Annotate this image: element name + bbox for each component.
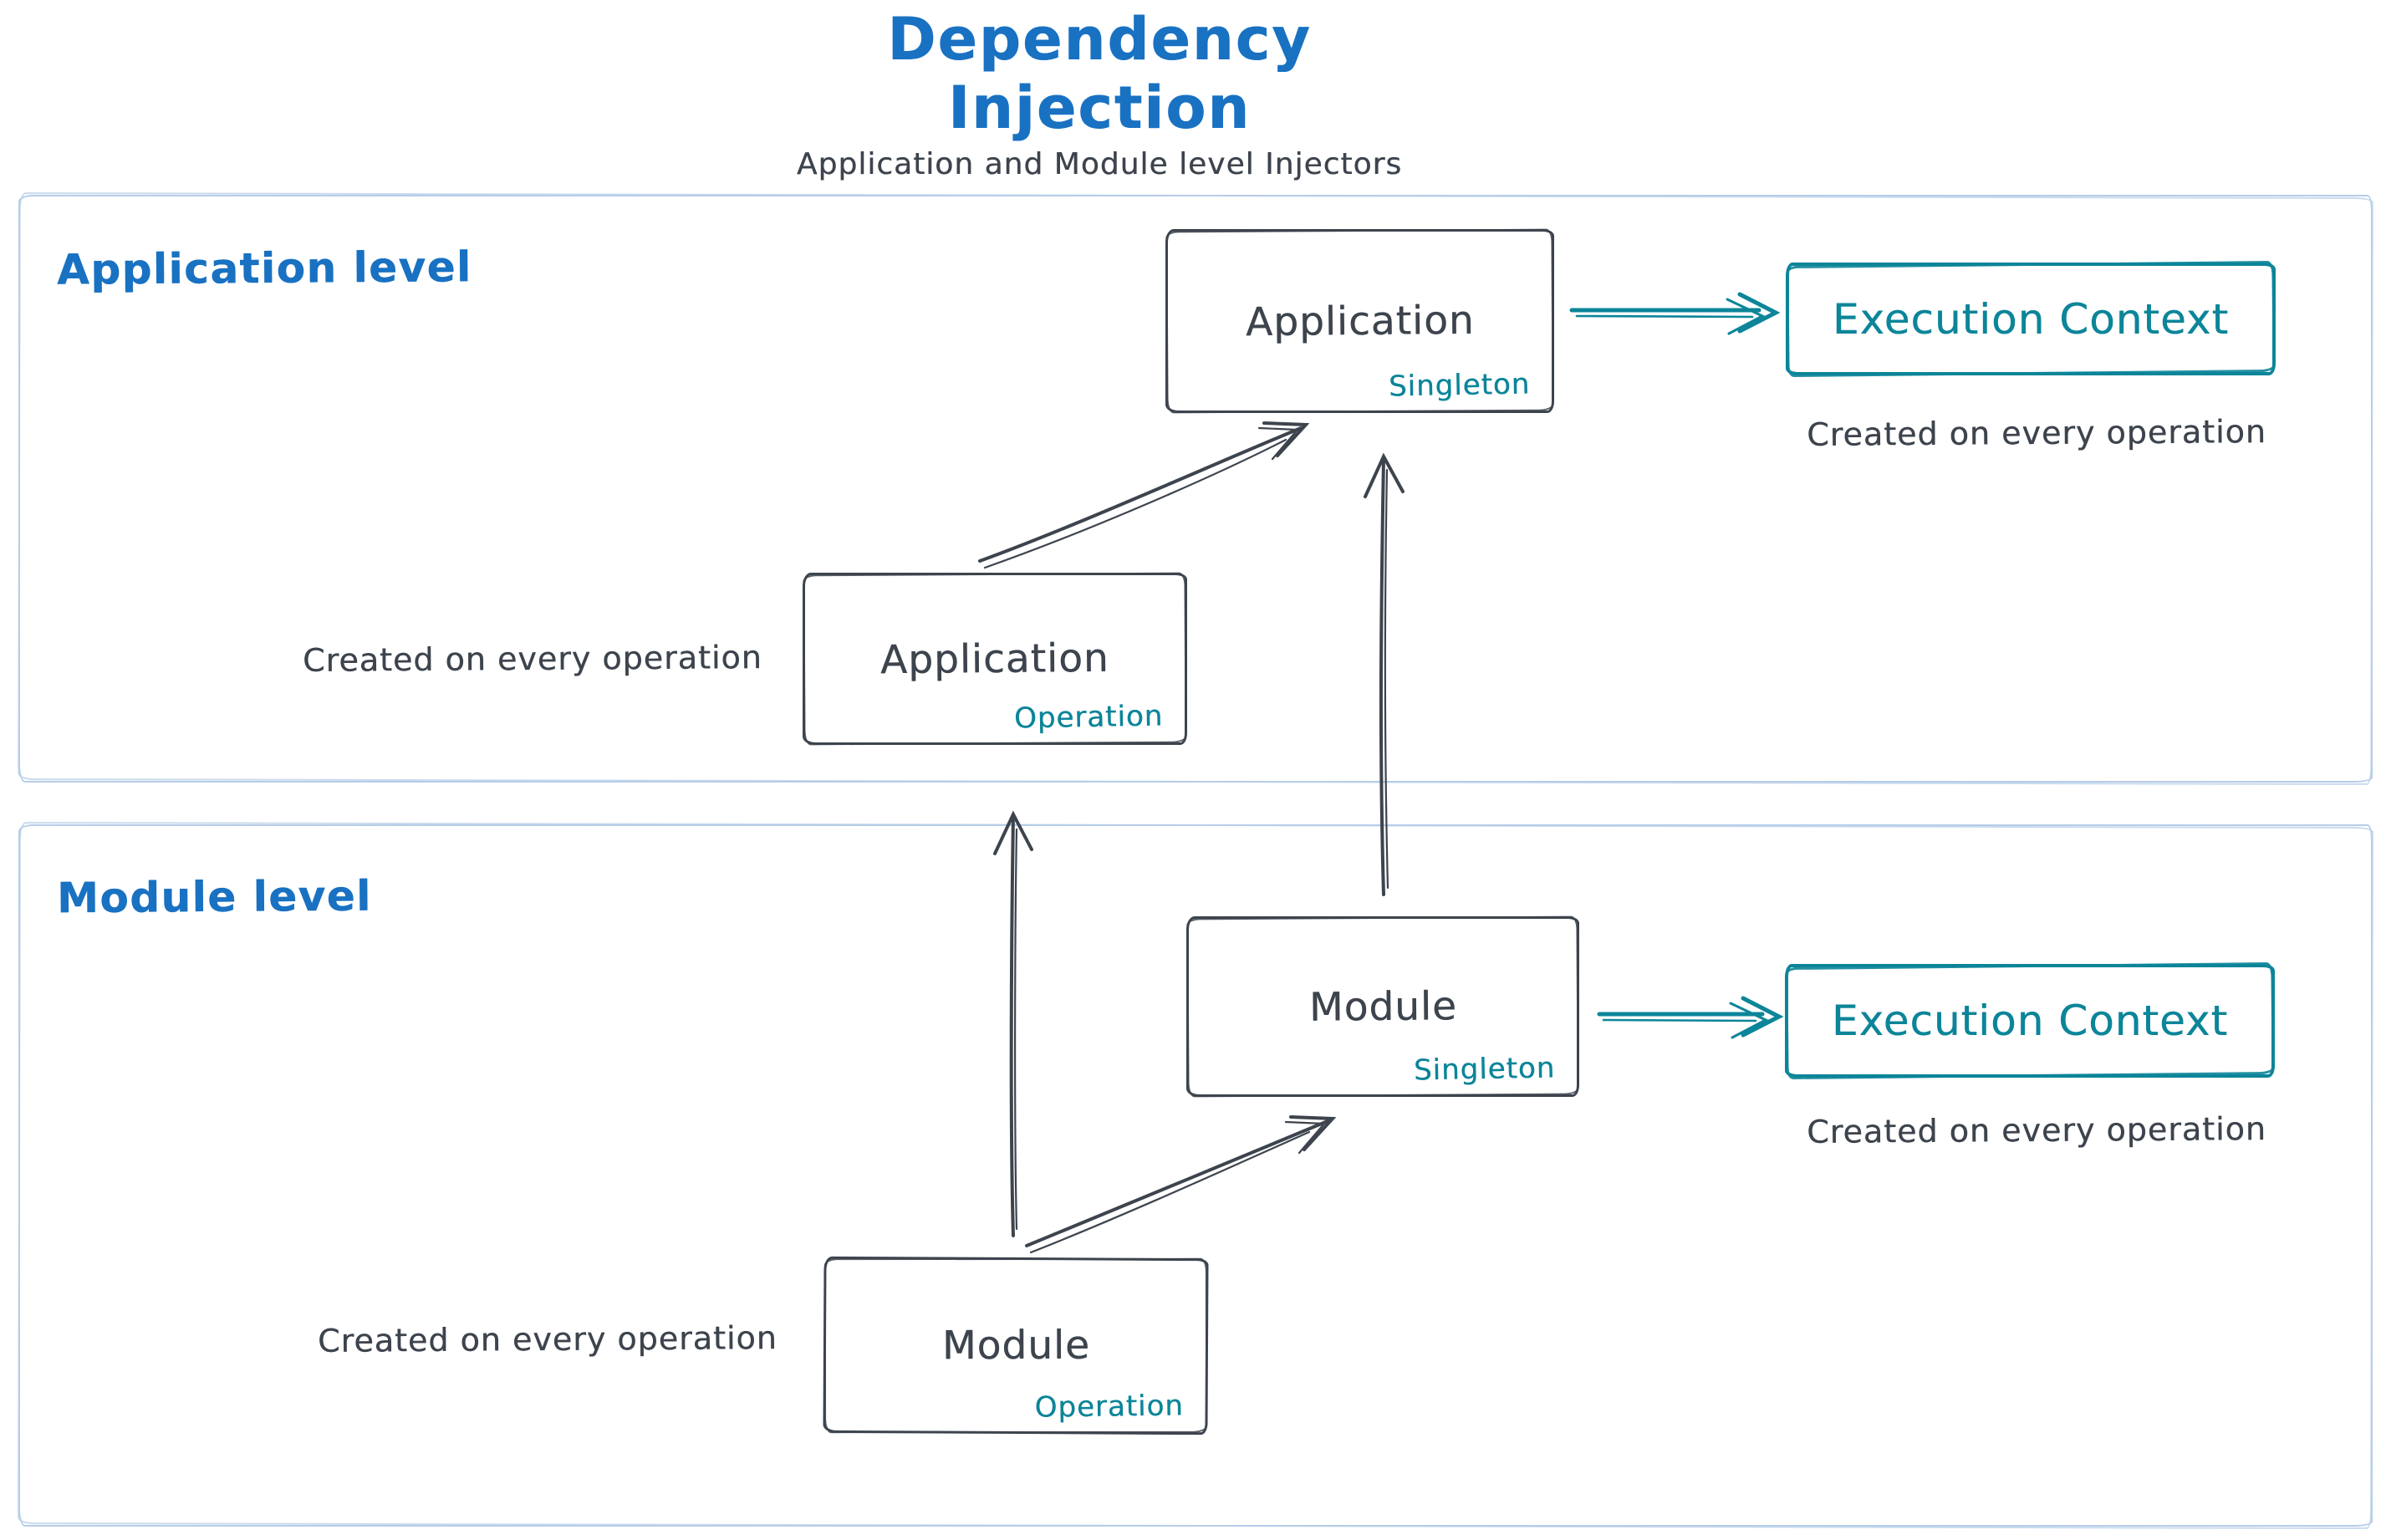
arrow-module-singleton-to-app-singleton[interactable] [1364, 452, 1405, 896]
node-title: Module [941, 1322, 1090, 1369]
section-label-module-level[interactable]: Module level [56, 871, 372, 923]
arrow-module-operation-to-module-singleton[interactable] [1025, 1115, 1337, 1254]
scope-badge-operation: Operation [1013, 699, 1164, 736]
node-title: Application [1245, 297, 1475, 345]
execution-context-label: Execution Context [1831, 997, 2229, 1045]
node-application-operation[interactable]: Application Operation [803, 573, 1187, 745]
caption-operation-module[interactable]: Created on every operation [317, 1319, 777, 1359]
diagram-header: Dependency Injection Application and Mod… [744, 5, 1455, 181]
arrow-module-singleton-to-execution-context[interactable] [1597, 996, 1784, 1039]
scope-badge-singleton: Singleton [1388, 367, 1531, 404]
node-application-singleton[interactable]: Application Singleton [1165, 229, 1554, 413]
node-title: Module [1308, 982, 1457, 1031]
node-title: Application [879, 635, 1110, 683]
arrow-module-operation-to-app-operation[interactable] [993, 810, 1033, 1237]
arrow-app-operation-to-app-singleton[interactable] [978, 421, 1310, 569]
caption-execution-module[interactable]: Created on every operation [1806, 1110, 2267, 1150]
node-module-operation[interactable]: Module Operation [823, 1256, 1209, 1435]
section-frame-application-level[interactable] [18, 195, 2373, 783]
scope-badge-operation: Operation [1034, 1389, 1184, 1425]
node-execution-context-application[interactable]: Execution Context [1786, 263, 2276, 375]
node-module-singleton[interactable]: Module Singleton [1186, 916, 1579, 1097]
page-subtitle: Application and Module level Injectors [796, 147, 1403, 181]
page-title: Dependency Injection [887, 5, 1312, 142]
section-frame-module-level[interactable] [18, 824, 2373, 1527]
caption-operation-application[interactable]: Created on every operation [302, 639, 762, 679]
arrow-app-singleton-to-execution-context[interactable] [1569, 292, 1781, 335]
execution-context-label: Execution Context [1832, 294, 2230, 344]
caption-execution-application[interactable]: Created on every operation [1806, 413, 2267, 453]
node-execution-context-module[interactable]: Execution Context [1785, 964, 2275, 1078]
scope-badge-singleton: Singleton [1413, 1051, 1556, 1088]
section-label-application-level[interactable]: Application level [56, 242, 472, 294]
